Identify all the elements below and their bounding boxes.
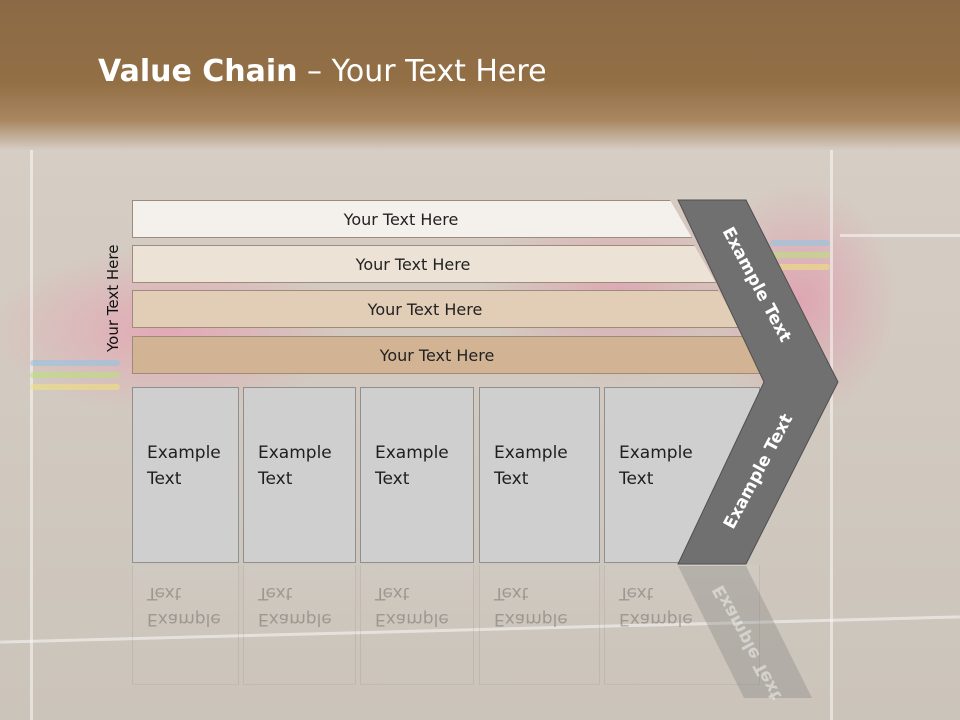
fence-wire	[840, 234, 960, 237]
value-bar-label: Your Text Here	[355, 254, 471, 274]
value-bar-4: Your Text Here	[132, 336, 764, 374]
activity-box-line2: Text	[258, 469, 293, 489]
value-bar-2: Your Text Here	[132, 245, 716, 283]
chevron-reflection	[678, 566, 812, 698]
activity-box-line1: Example	[147, 443, 221, 463]
title-rest: – Your Text Here	[297, 54, 547, 89]
value-bar-label: Your Text Here	[367, 299, 483, 319]
activity-box-line2: Text	[494, 469, 529, 489]
activity-box-line1: Example	[619, 443, 693, 463]
fabric-stripe	[30, 372, 120, 378]
activity-box-line1: Example	[494, 443, 568, 463]
slide-title: Value Chain – Your Text Here	[98, 54, 547, 89]
value-bar-3: Your Text Here	[132, 290, 740, 328]
title-bold: Value Chain	[98, 54, 298, 89]
activity-box-line2: Text	[375, 469, 410, 489]
fabric-stripe	[30, 360, 120, 366]
chevron-arrow	[677, 199, 839, 565]
fence-wire	[830, 150, 833, 720]
header-band	[0, 0, 960, 150]
fabric-stripe	[30, 384, 120, 390]
value-bar-label: Your Text Here	[379, 345, 495, 365]
activity-box-line2: Text	[147, 469, 182, 489]
fabric-stripe	[770, 240, 830, 246]
value-bar-1: Your Text Here	[132, 200, 692, 238]
fabric-stripe	[770, 252, 830, 258]
value-bar-label: Your Text Here	[343, 209, 459, 229]
activity-box-line2: Text	[619, 469, 654, 489]
activity-box-line1: Example	[258, 443, 332, 463]
activity-box-line1: Example	[375, 443, 449, 463]
fabric-stripe	[770, 264, 830, 270]
fence-wire	[30, 150, 33, 720]
